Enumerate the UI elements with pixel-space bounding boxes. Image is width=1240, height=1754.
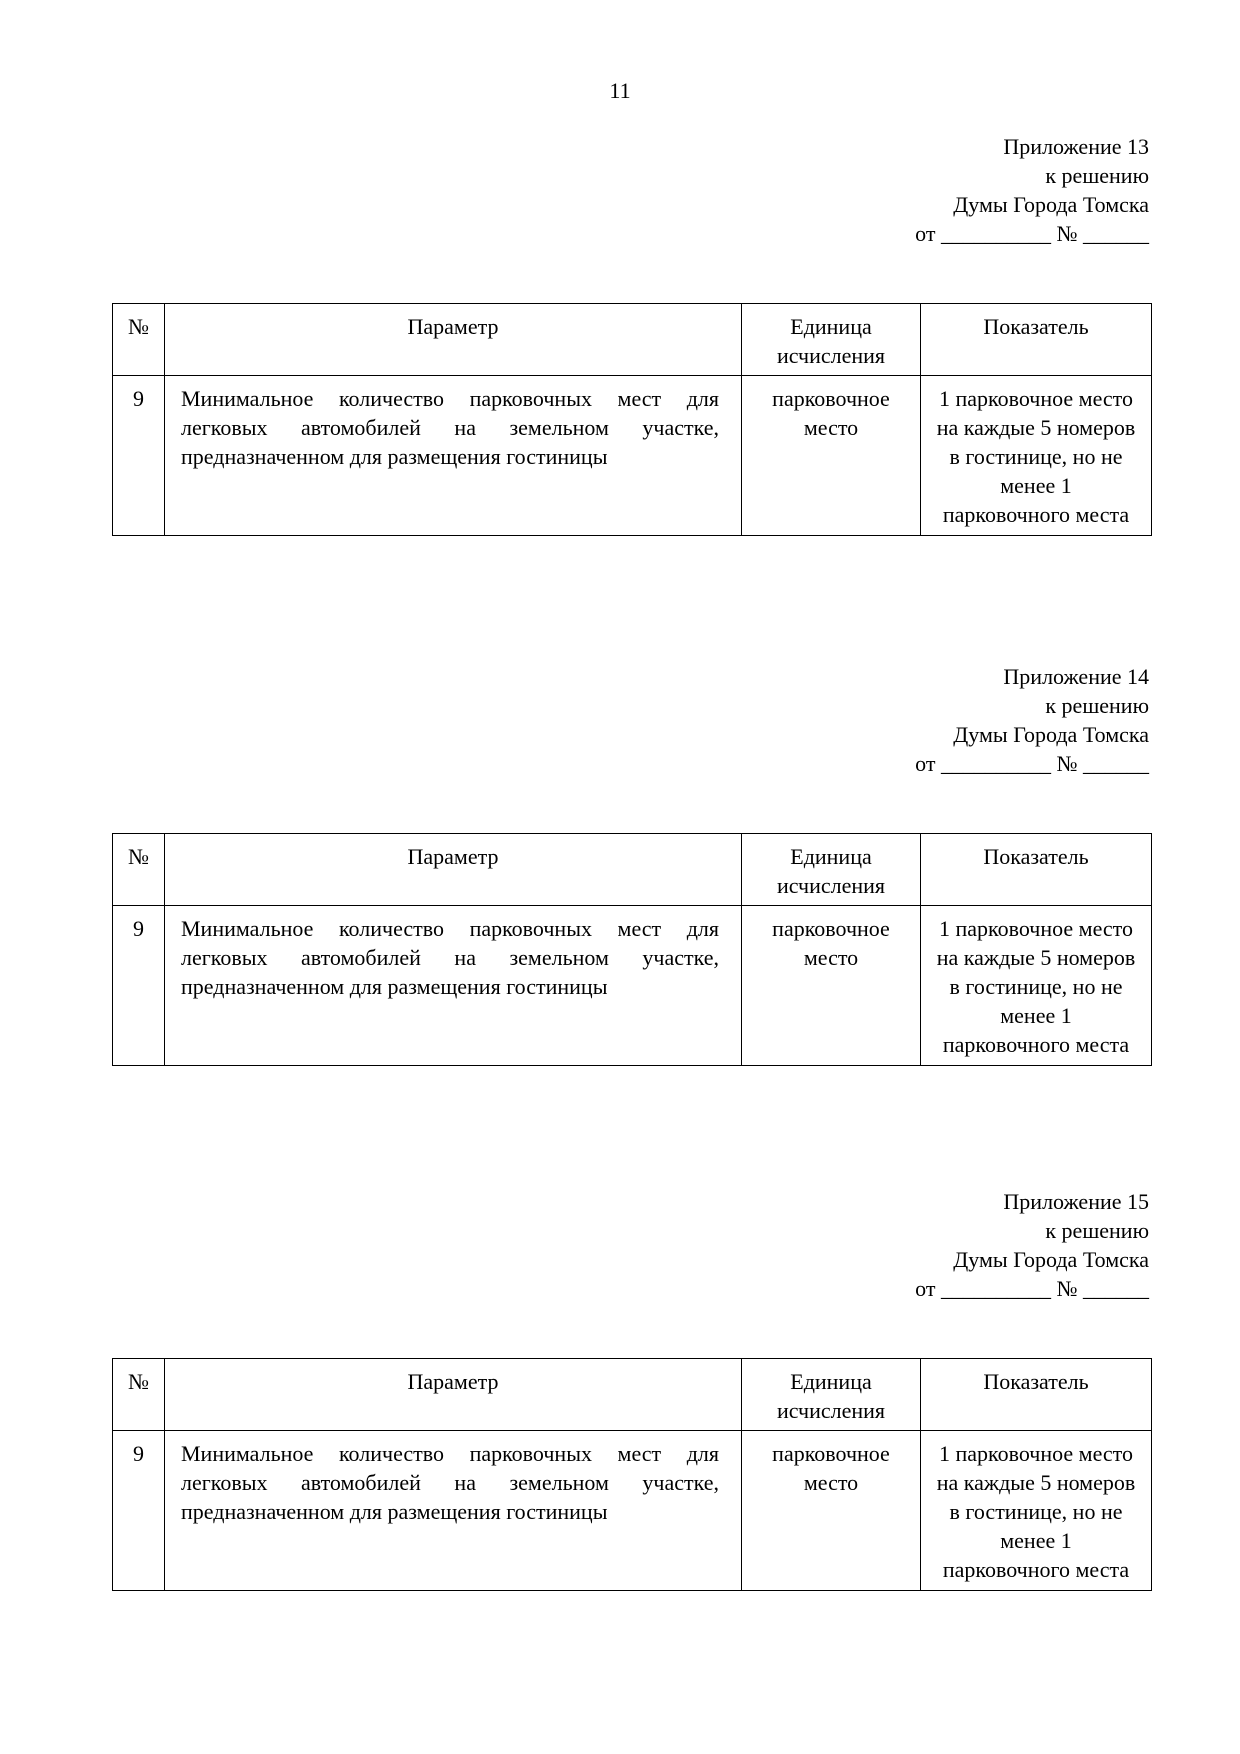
appendix-reference: к решению (1045, 163, 1149, 188)
cell-unit-line1: парковочное (772, 386, 890, 411)
page-number: 11 (609, 78, 631, 103)
cell-value-line: 1 парковочное место (939, 1441, 1133, 1466)
header-num: № (112, 303, 165, 376)
appendix-date-number: от __________ № ______ (915, 221, 1149, 246)
appendix-reference: к решению (1045, 1218, 1149, 1243)
cell-param: Минимальное количество парковочных мест … (164, 905, 742, 1066)
header-unit-line1: Единица (790, 314, 872, 339)
parameter-table: № Параметр Единица исчисления Показатель… (112, 303, 1152, 536)
cell-unit-line2: место (803, 415, 859, 440)
cell-value-line: менее 1 (1000, 1528, 1072, 1553)
cell-param: Минимальное количество парковочных мест … (164, 375, 742, 536)
cell-value-line: на каждые 5 номеров (936, 1470, 1136, 1495)
header-num: № (112, 833, 165, 906)
header-unit: Единица исчисления (741, 1358, 921, 1431)
appendix-authority: Думы Города Томска (953, 192, 1149, 217)
cell-num: 9 (112, 375, 165, 536)
header-unit-line2: исчисления (776, 1398, 886, 1423)
cell-unit-line2: место (803, 1470, 859, 1495)
cell-value-line: на каждые 5 номеров (936, 415, 1136, 440)
header-unit: Единица исчисления (741, 303, 921, 376)
appendix-date-number: от __________ № ______ (915, 1276, 1149, 1301)
appendix-header: Приложение 13 к решению Думы Города Томс… (729, 132, 1149, 248)
cell-value-line: менее 1 (1000, 473, 1072, 498)
parameter-table: № Параметр Единица исчисления Показатель… (112, 1358, 1152, 1591)
table-row: 9 Минимальное количество парковочных мес… (112, 1430, 1152, 1591)
cell-unit-line1: парковочное (772, 1441, 890, 1466)
cell-unit: парковочное место (741, 375, 921, 536)
cell-value-line: менее 1 (1000, 1003, 1072, 1028)
header-unit: Единица исчисления (741, 833, 921, 906)
appendix-title: Приложение 15 (1003, 1189, 1149, 1214)
appendix-title: Приложение 14 (1003, 664, 1149, 689)
header-num: № (112, 1358, 165, 1431)
cell-value: 1 парковочное место на каждые 5 номеров … (920, 1430, 1152, 1591)
cell-value-line: парковочного места (942, 1557, 1130, 1582)
appendix-header: Приложение 15 к решению Думы Города Томс… (729, 1187, 1149, 1303)
table-row: 9 Минимальное количество парковочных мес… (112, 905, 1152, 1066)
header-param: Параметр (164, 303, 742, 376)
cell-value-line: парковочного места (942, 502, 1130, 527)
parameter-table: № Параметр Единица исчисления Показатель… (112, 833, 1152, 1066)
appendix-reference: к решению (1045, 693, 1149, 718)
cell-value-line: парковочного места (942, 1032, 1130, 1057)
cell-unit-line1: парковочное (772, 916, 890, 941)
cell-unit: парковочное место (741, 1430, 921, 1591)
header-param: Параметр (164, 1358, 742, 1431)
cell-value: 1 парковочное место на каждые 5 номеров … (920, 905, 1152, 1066)
header-param: Параметр (164, 833, 742, 906)
cell-param: Минимальное количество парковочных мест … (164, 1430, 742, 1591)
cell-unit: парковочное место (741, 905, 921, 1066)
cell-value: 1 парковочное место на каждые 5 номеров … (920, 375, 1152, 536)
cell-value-line: в гостинице, но не (949, 1499, 1123, 1524)
table-header-row: № Параметр Единица исчисления Показатель (112, 1358, 1152, 1431)
table-header-row: № Параметр Единица исчисления Показатель (112, 833, 1152, 906)
header-unit-line2: исчисления (776, 343, 886, 368)
cell-num: 9 (112, 1430, 165, 1591)
header-value: Показатель (920, 1358, 1152, 1431)
cell-value-line: 1 парковочное место (939, 916, 1133, 941)
appendix-authority: Думы Города Томска (953, 1247, 1149, 1272)
table-row: 9 Минимальное количество парковочных мес… (112, 375, 1152, 536)
cell-unit-line2: место (803, 945, 859, 970)
cell-value-line: 1 парковочное место (939, 386, 1133, 411)
header-value: Показатель (920, 833, 1152, 906)
cell-value-line: в гостинице, но не (949, 974, 1123, 999)
cell-num: 9 (112, 905, 165, 1066)
appendix-authority: Думы Города Томска (953, 722, 1149, 747)
header-unit-line1: Единица (790, 1369, 872, 1394)
header-unit-line1: Единица (790, 844, 872, 869)
header-unit-line2: исчисления (776, 873, 886, 898)
cell-value-line: на каждые 5 номеров (936, 945, 1136, 970)
appendix-date-number: от __________ № ______ (915, 751, 1149, 776)
table-header-row: № Параметр Единица исчисления Показатель (112, 303, 1152, 376)
header-value: Показатель (920, 303, 1152, 376)
appendix-title: Приложение 13 (1003, 134, 1149, 159)
cell-value-line: в гостинице, но не (949, 444, 1123, 469)
appendix-header: Приложение 14 к решению Думы Города Томс… (729, 662, 1149, 778)
